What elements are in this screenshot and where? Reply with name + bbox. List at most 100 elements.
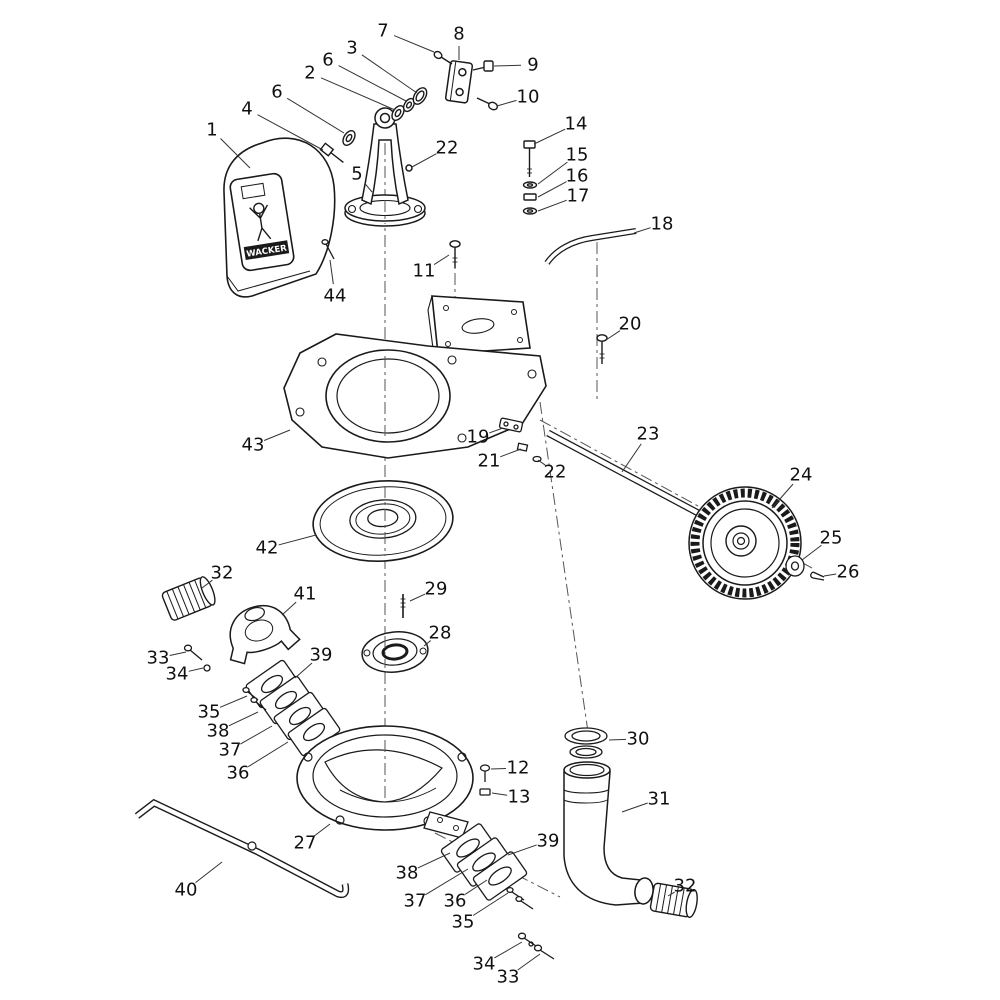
callout-label-21: 21	[478, 451, 501, 472]
callout-leader-line	[228, 711, 259, 727]
callout-leader-line	[667, 891, 675, 897]
part-screws-12-13	[479, 764, 491, 796]
callout-label-13: 13	[508, 787, 531, 808]
part-bolt-20	[596, 334, 608, 364]
wacker-figure-icon	[249, 202, 272, 242]
callout-leader-line	[409, 593, 426, 602]
callout-label-20: 20	[619, 314, 642, 335]
callout-label-41: 41	[294, 584, 317, 605]
part-lower-housing	[296, 725, 474, 839]
callout-leader-line	[507, 844, 537, 856]
callout-leader-line	[281, 601, 297, 616]
callout-leader-line	[263, 429, 291, 441]
callout-label-38: 38	[207, 721, 230, 742]
part-coupling-30	[564, 727, 608, 759]
callout-label-16: 16	[566, 166, 589, 187]
callout-leader-line	[633, 227, 651, 234]
callout-leader-line	[417, 852, 451, 869]
callout-label-43: 43	[242, 435, 265, 456]
callout-leader-line	[338, 65, 407, 102]
part-bracket-19	[498, 417, 542, 463]
callout-label-37: 37	[219, 740, 242, 761]
callout-label-39: 39	[537, 831, 560, 852]
callout-label-29: 29	[425, 579, 448, 600]
callout-leader-line	[472, 892, 509, 916]
callout-label-2: 2	[304, 63, 315, 84]
part-screws-33-34a	[183, 644, 211, 672]
callout-label-32: 32	[211, 563, 234, 584]
callout-label-11: 11	[413, 261, 436, 282]
callout-leader-line	[364, 182, 373, 193]
part-clamp-41	[229, 605, 301, 665]
callout-leader-line	[423, 640, 432, 647]
callout-label-22: 22	[436, 138, 459, 159]
callout-label-8: 8	[453, 24, 464, 45]
callout-label-22: 22	[544, 462, 567, 483]
callout-leader-line	[393, 35, 435, 53]
callout-leader-line	[537, 459, 546, 466]
callout-leader-line	[294, 662, 313, 679]
callout-leader-line	[537, 181, 567, 198]
callout-leader-line	[219, 695, 248, 708]
callout-leader-line	[201, 579, 213, 589]
callout-leader-line	[425, 868, 469, 896]
callout-leader-line	[496, 99, 517, 107]
callout-leader-line	[220, 138, 251, 169]
callout-label-6: 6	[322, 50, 333, 71]
callout-label-17: 17	[567, 186, 590, 207]
part-block-8	[444, 60, 474, 104]
callout-label-10: 10	[517, 87, 540, 108]
callout-leader-line	[188, 667, 204, 672]
callout-label-23: 23	[637, 424, 660, 445]
callout-leader-line	[517, 953, 541, 971]
top-bolts	[433, 50, 499, 111]
callout-label-28: 28	[429, 623, 452, 644]
callout-label-4: 4	[241, 99, 252, 120]
callout-leader-line	[464, 879, 488, 895]
callout-leader-line	[621, 443, 642, 473]
callout-label-25: 25	[820, 528, 843, 549]
callout-leader-line	[361, 54, 418, 94]
callout-leader-line	[494, 941, 523, 959]
callout-label-35: 35	[198, 702, 221, 723]
callout-leader-line	[169, 651, 187, 656]
callout-label-33: 33	[147, 648, 170, 669]
callout-label-26: 26	[837, 562, 860, 583]
callout-label-34: 34	[473, 954, 496, 975]
callout-label-27: 27	[294, 833, 317, 854]
part-connecting-rod	[344, 107, 426, 227]
part-bolt-11	[449, 240, 461, 268]
callout-leader-line	[257, 114, 324, 151]
callout-label-42: 42	[256, 538, 279, 559]
callout-label-3: 3	[346, 38, 357, 59]
callout-label-15: 15	[566, 145, 589, 166]
gasket-stack-lower	[440, 823, 534, 910]
callout-leader-line	[278, 534, 317, 546]
part-bearing-28	[361, 631, 429, 673]
part-elbow-31	[563, 761, 654, 906]
callout-label-18: 18	[651, 214, 674, 235]
callout-label-40: 40	[175, 880, 198, 901]
gasket-stack-upper	[242, 659, 341, 757]
callout-leader-line	[411, 153, 437, 168]
callout-label-7: 7	[377, 21, 388, 42]
callout-label-12: 12	[507, 758, 530, 779]
callout-leader-line	[500, 448, 522, 458]
callout-label-14: 14	[565, 114, 588, 135]
callout-label-36: 36	[444, 891, 467, 912]
part-disc-42	[312, 479, 454, 563]
top-washers	[319, 87, 428, 164]
callout-label-1: 1	[206, 120, 217, 141]
callout-leader-line	[247, 741, 289, 768]
callout-label-24: 24	[790, 465, 813, 486]
callout-label-35: 35	[452, 912, 475, 933]
callout-label-5: 5	[351, 164, 362, 185]
callout-label-34: 34	[166, 664, 189, 685]
callout-leader-line	[329, 259, 334, 285]
callout-leader-line	[490, 767, 507, 770]
callout-leader-line	[537, 161, 568, 185]
callout-label-9: 9	[527, 55, 538, 76]
